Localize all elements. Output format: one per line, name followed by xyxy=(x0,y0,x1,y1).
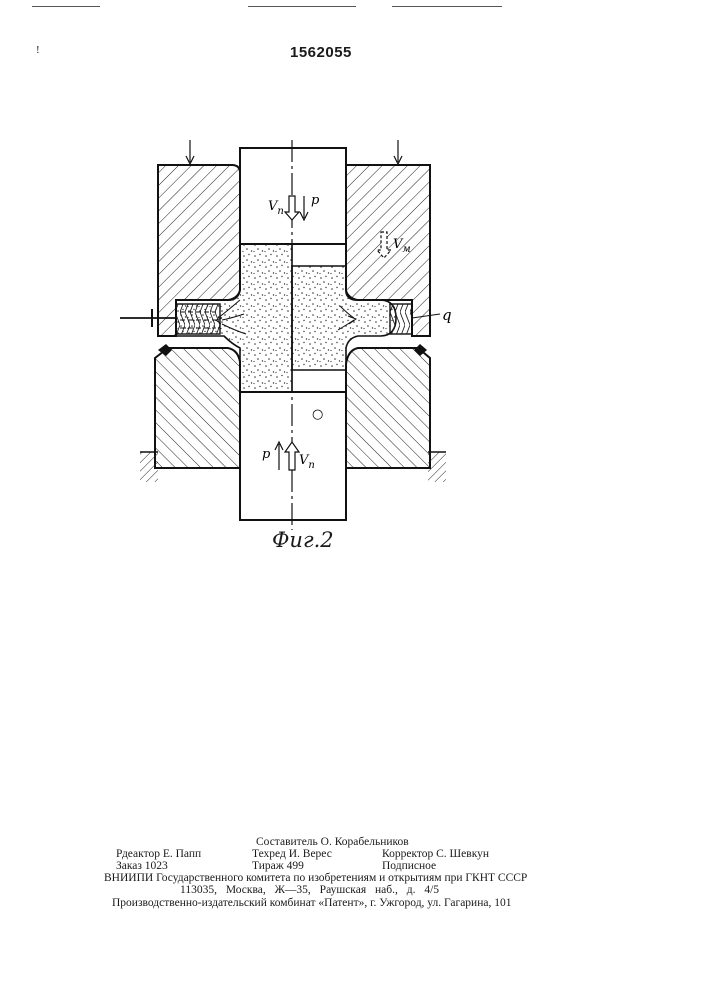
imprint-publisher: Производственно-издательский комбинат «П… xyxy=(112,897,511,910)
figure-caption: Фиг.2 xyxy=(272,528,334,552)
insert-left xyxy=(176,304,220,334)
label-o-mark: ○ xyxy=(312,407,323,422)
figure-2-drawing: Vп p Vм q p Vп ○ xyxy=(0,0,707,600)
ground-left xyxy=(140,452,158,482)
ground-right xyxy=(428,452,446,482)
lower-left-die-block xyxy=(155,348,240,468)
label-p-top: p xyxy=(311,193,320,208)
label-q: q xyxy=(442,306,452,324)
insert-right xyxy=(390,304,412,334)
label-p-bottom: p xyxy=(262,447,271,462)
imprint-address: 113035, Москва, Ж—35, Раушская наб., д. … xyxy=(180,884,439,897)
lower-right-die-block xyxy=(346,348,430,468)
